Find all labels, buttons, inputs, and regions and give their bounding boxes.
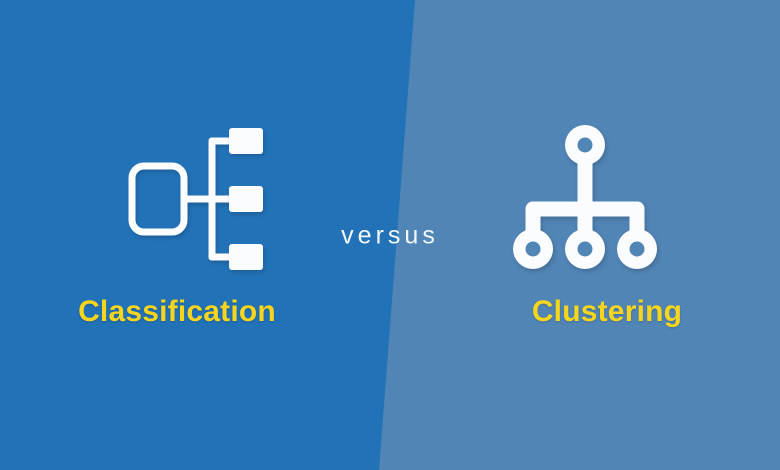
classification-label: Classification bbox=[78, 295, 276, 328]
right-panel: Clustering bbox=[390, 0, 780, 470]
clustering-hierarchy-icon bbox=[505, 119, 665, 279]
classification-tree-icon bbox=[115, 119, 275, 279]
versus-text: versus bbox=[341, 221, 439, 250]
left-panel: Classification bbox=[78, 119, 276, 328]
clustering-label: Clustering bbox=[531, 295, 683, 328]
